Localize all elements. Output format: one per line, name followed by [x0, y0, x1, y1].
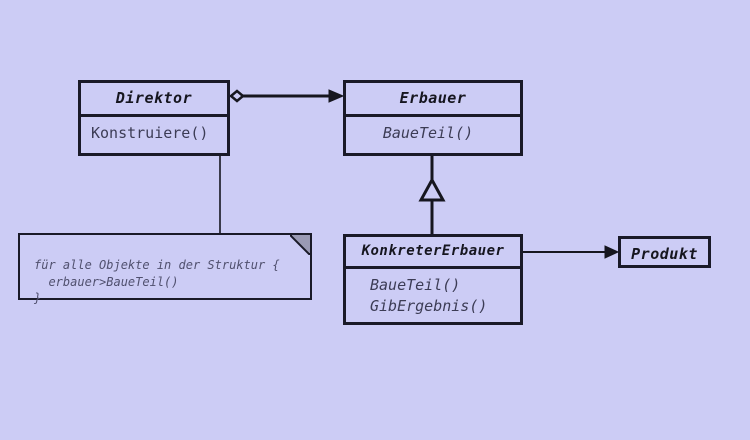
note-box[interactable]: für alle Objekte in der Struktur { erbau… [18, 233, 312, 305]
class-operations-konkreter-erbauer: BaueTeil() GibErgebnis() [346, 266, 520, 326]
class-operations-direktor: Konstruiere() [81, 114, 227, 152]
edge-direktor-erbauer [229, 89, 345, 103]
class-name-konkreter-erbauer: KonkreterErbauer [361, 243, 505, 259]
solid-arrow-icon [328, 89, 345, 103]
solid-arrow-icon [604, 245, 620, 259]
edge-konkretererbauer-produkt [523, 245, 620, 259]
class-name-erbauer: Erbauer [399, 89, 467, 107]
class-name-produkt: Produkt [631, 245, 698, 263]
hollow-triangle-icon [418, 176, 446, 202]
note-fold-edge-icon [290, 235, 310, 255]
operation-baueteil: BaueTeil() [382, 124, 474, 142]
class-box-produkt[interactable]: Produkt [618, 236, 711, 268]
class-name-direktor: Direktor [115, 89, 193, 107]
operation-baueteil: BaueTeil() [370, 276, 461, 294]
class-operations-erbauer: BaueTeil() [346, 114, 520, 152]
operation-konstruiere: Konstruiere() [91, 124, 209, 142]
open-diamond-icon [229, 89, 245, 103]
class-box-erbauer[interactable]: Erbauer BaueTeil() [343, 80, 523, 156]
operation-gibergebnis: GibErgebnis() [370, 297, 488, 316]
edge-konkretererbauer-erbauer [418, 156, 446, 234]
class-box-direktor[interactable]: Direktor Konstruiere() [78, 80, 230, 156]
note-text: für alle Objekte in der Struktur { erbau… [34, 258, 280, 306]
class-box-konkreter-erbauer[interactable]: KonkreterErbauer BaueTeil() GibErgebnis(… [343, 234, 523, 325]
